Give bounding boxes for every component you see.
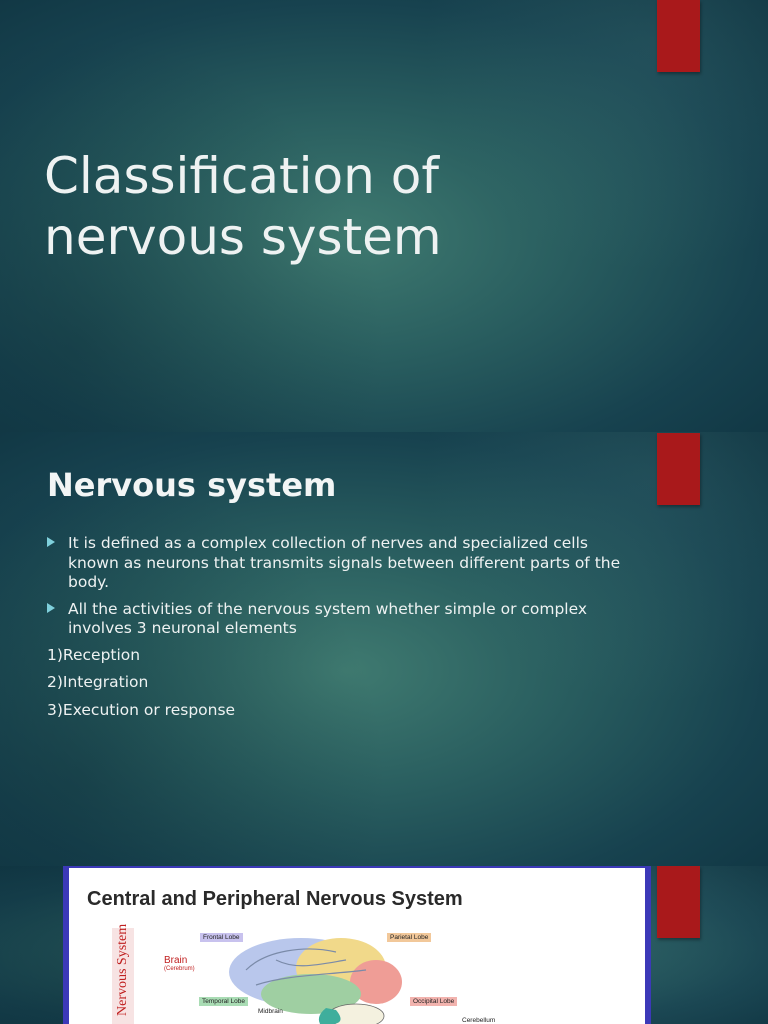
bullet-item: All the activities of the nervous system… bbox=[47, 600, 627, 639]
bullet-item: It is defined as a complex collection of… bbox=[47, 534, 627, 593]
cerebellum-label: Cerebellum bbox=[462, 1017, 496, 1024]
bullet-text: It is defined as a complex collection of… bbox=[68, 534, 621, 591]
section-heading: Nervous system bbox=[47, 466, 337, 504]
slide-title: Classification of nervous system bbox=[0, 0, 768, 432]
bullet-arrow-icon bbox=[47, 537, 55, 547]
brain-label: Brain (Cerebrum) bbox=[164, 956, 195, 974]
accent-tab bbox=[657, 433, 700, 505]
midbrain-label: Midbrain bbox=[258, 1008, 283, 1015]
step-item: 1)Reception bbox=[47, 645, 141, 664]
brain-illustration bbox=[229, 938, 402, 1024]
bullet-arrow-icon bbox=[47, 602, 55, 613]
temporal-lobe-label: Temporal Lobe bbox=[199, 997, 248, 1006]
occipital-lobe-shape bbox=[350, 960, 402, 1004]
brain-label-text: Brain bbox=[164, 955, 188, 966]
step-item: 2)Integration bbox=[47, 673, 149, 691]
slide-title-text: Classification of nervous system bbox=[44, 147, 442, 266]
diagram-title: Central and Peripheral Nervous System bbox=[87, 888, 463, 910]
slide-content: Nervous system It is defined as a comple… bbox=[0, 432, 768, 866]
bullet-list: It is defined as a complex collection of… bbox=[47, 534, 627, 728]
diagram-side-band bbox=[112, 928, 134, 1024]
temporal-lobe-shape bbox=[261, 974, 361, 1014]
accent-tab bbox=[657, 0, 700, 72]
brain-sublabel: (Cerebrum) bbox=[164, 966, 195, 972]
diagram-side-label: Nervous System bbox=[115, 923, 130, 1016]
frontal-lobe-label: Frontal Lobe bbox=[200, 933, 243, 942]
parietal-lobe-label: Parietal Lobe bbox=[387, 933, 432, 942]
step-item: 3)Execution or response bbox=[47, 700, 236, 719]
brainstem-shape bbox=[318, 1008, 341, 1024]
brain-folds bbox=[245, 948, 367, 986]
bullet-text: All the activities of the nervous system… bbox=[68, 599, 588, 638]
occipital-lobe-label: Occipital Lobe bbox=[410, 997, 458, 1006]
slide-diagram: Central and Peripheral Nervous System Ne… bbox=[0, 866, 768, 1024]
accent-tab bbox=[657, 866, 700, 938]
